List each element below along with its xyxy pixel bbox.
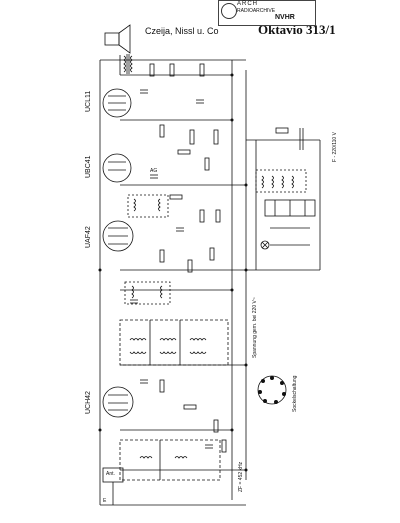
mains-voltage-label: F - 220/110 V [332, 132, 338, 162]
archive-stamp: ARCH RADIOARCHIVE NVHR [218, 0, 316, 26]
stamp-line-3: NVHR [275, 14, 295, 21]
stamp-line-2: RADIOARCHIVE [237, 8, 276, 14]
tube-label-uaf42: UAF42 [85, 226, 92, 248]
radio-tube-logo-icon [221, 3, 237, 19]
if-frequency-label: ZF = 452 kHz [238, 461, 244, 492]
tube-label-ubc41: UBC41 [85, 155, 92, 178]
tube-ucl11 [102, 88, 132, 118]
earth-label: E [103, 498, 107, 504]
tube-label-ucl11: UCL11 [85, 90, 92, 112]
socket-note: Sockelschaltung [292, 375, 298, 412]
antenna-label: Ant. [106, 471, 115, 477]
tube-uch42 [102, 386, 134, 418]
stamp-line-1: ARCH [237, 1, 259, 7]
voltage-note: Spannung gem. bei 220 V~ [252, 297, 258, 358]
tube-label-uch42: UCH42 [85, 391, 92, 414]
ag-label: AG [150, 168, 158, 174]
maker-label: Czeija, Nissl u. Co [145, 26, 219, 36]
tube-uaf42 [102, 220, 134, 252]
tube-ubc41 [102, 153, 132, 183]
